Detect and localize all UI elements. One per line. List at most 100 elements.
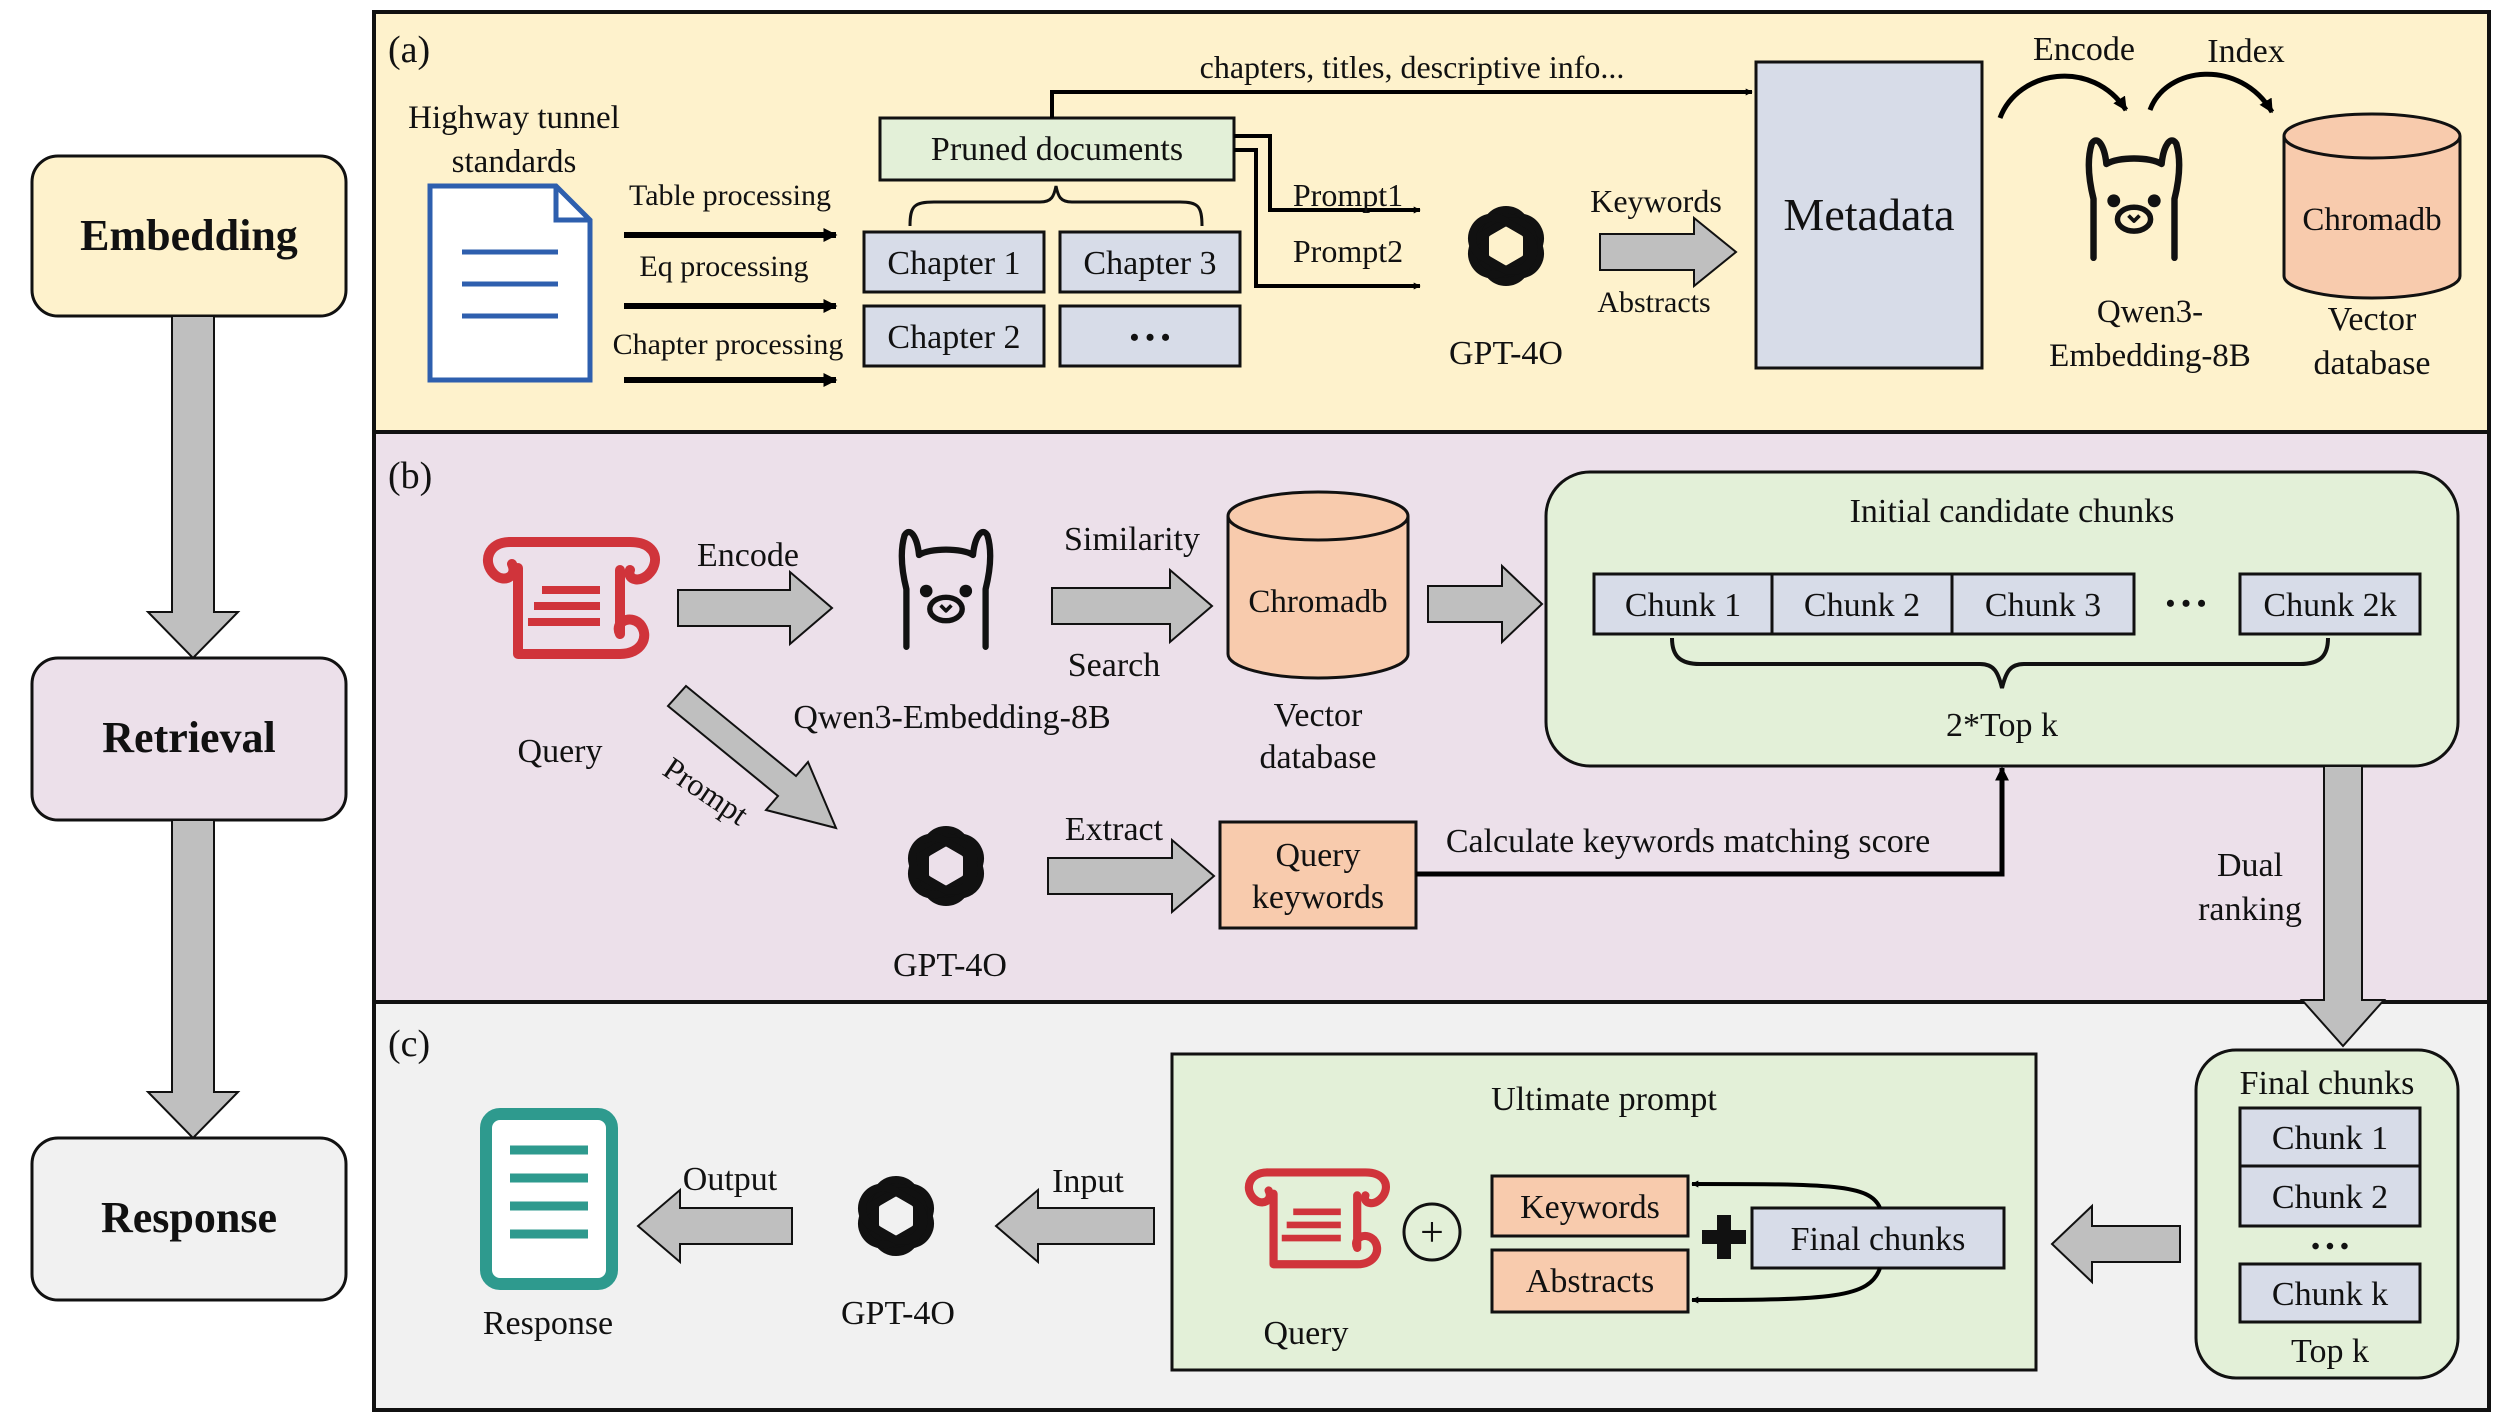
candidate-chunk-label: Chunk 3 xyxy=(1985,587,2101,624)
chapter3-box xyxy=(1058,230,1242,294)
extract-label: Extract xyxy=(1065,811,1164,848)
keywords-label-c: Keywords xyxy=(1520,1189,1660,1226)
candidate-chunk-label: Chunk 2k xyxy=(2263,587,2396,624)
search-label: Search xyxy=(1068,647,1161,684)
index-arrow-a xyxy=(2147,71,2275,114)
query-label-b: Query xyxy=(518,733,603,770)
prompt2-arrow xyxy=(1234,148,1421,290)
response-stage-box xyxy=(30,1136,348,1302)
candidate-chunk xyxy=(2238,572,2422,636)
input-label: Input xyxy=(1052,1163,1124,1200)
bold-plus-icon xyxy=(1702,1215,1746,1259)
query-keywords-line2: keywords xyxy=(1252,879,1384,916)
query-label-c: Query xyxy=(1264,1315,1349,1352)
stage-arrow-2 xyxy=(145,819,241,1140)
source-title-line1: Highway tunnel xyxy=(408,100,620,136)
keywords-label-a: Keywords xyxy=(1590,183,1722,219)
eq-processing-label: Eq processing xyxy=(639,250,808,283)
dual-ranking-line1: Dual xyxy=(2217,847,2283,884)
keywords-box-c xyxy=(1490,1174,1690,1238)
abstracts-box-c xyxy=(1490,1248,1690,1314)
gpt-label-c: GPT-4O xyxy=(841,1295,955,1332)
panel-c-response: (c) Response Output GPT-4O Input Ultimat… xyxy=(372,765,2491,1412)
chapter1-box xyxy=(862,230,1046,294)
pruned-documents-label: Pruned documents xyxy=(931,131,1183,168)
retrieval-stage-label: Retrieval xyxy=(102,713,275,762)
final-to-prompt-arrow xyxy=(2050,1203,2181,1285)
final-chunk-label: Chunk 2 xyxy=(2272,1179,2388,1216)
table-processing-label: Table processing xyxy=(629,179,831,212)
top-k-label-b: 2*Top k xyxy=(1946,707,2058,744)
encode-arrow-b xyxy=(677,569,834,647)
qwen-label-b: Qwen3-Embedding-8B xyxy=(793,699,1110,736)
panel-a-embedding: (a) Highway tunnel standards Table proce… xyxy=(372,10,2491,434)
final-to-keywords-arrow xyxy=(1691,1180,1882,1209)
response-stage-label: Response xyxy=(101,1193,277,1242)
chapter2-box xyxy=(862,304,1046,368)
vector-db-label-a-line2: database xyxy=(2313,345,2430,382)
metadata-input-arrow xyxy=(1599,215,1738,289)
prompt1-arrow xyxy=(1234,134,1421,214)
prompt2-label: Prompt2 xyxy=(1293,233,1403,269)
metadata-label: Metadata xyxy=(1783,189,1954,240)
metadata-top-arrow xyxy=(1050,88,1753,118)
chapter1-label: Chapter 1 xyxy=(887,245,1020,282)
metadata-box xyxy=(1754,60,1984,370)
candidate-chunk xyxy=(1770,572,1954,636)
stage-column: Embedding Retrieval Response xyxy=(30,154,348,1302)
index-label-a: Index xyxy=(2207,33,2284,70)
chromadb-cylinder-a xyxy=(2282,112,2462,300)
final-chunk xyxy=(2238,1262,2422,1324)
extract-arrow xyxy=(1047,837,1216,915)
vector-db-label-b-line2: database xyxy=(1259,739,1376,776)
vector-db-label-b-line1: Vector xyxy=(1274,697,1363,734)
panel-c-tag: (c) xyxy=(388,1023,430,1065)
top-k-brace xyxy=(1670,637,2330,689)
top-arrow-label: chapters, titles, descriptive info... xyxy=(1200,49,1625,85)
chapter-brace xyxy=(908,185,1204,227)
encode-label-a: Encode xyxy=(2033,31,2135,68)
chapter3-label: Chapter 3 xyxy=(1083,245,1216,282)
plus-circle xyxy=(1402,1202,1462,1262)
document-icon xyxy=(427,183,593,383)
candidate-chunk-label: Chunk 1 xyxy=(1625,587,1741,624)
gpt-label-a: GPT-4O xyxy=(1449,335,1563,372)
final-chunk-dots: • • • xyxy=(2311,1234,2348,1260)
top-k-label-c: Top k xyxy=(2291,1333,2369,1370)
prompt1-label: Prompt1 xyxy=(1293,177,1403,213)
panel-b-tag: (b) xyxy=(388,455,432,497)
chromadb-cylinder-b xyxy=(1226,490,1410,680)
vector-db-label-a-line1: Vector xyxy=(2328,301,2417,338)
response-doc-icon xyxy=(480,1108,618,1290)
chapter-more-box xyxy=(1058,304,1242,368)
input-arrow xyxy=(994,1187,1155,1265)
stage-arrow-1 xyxy=(145,315,241,660)
dual-ranking-line2: ranking xyxy=(2198,891,2302,928)
chromadb-label-b: Chromadb xyxy=(1248,584,1387,620)
encode-label-b: Encode xyxy=(697,537,799,574)
similarity-label: Similarity xyxy=(1064,521,1200,558)
ultimate-prompt-title: Ultimate prompt xyxy=(1491,1081,1717,1118)
abstracts-label-c: Abstracts xyxy=(1526,1263,1654,1300)
final-chunk-label: Chunk 1 xyxy=(2272,1120,2388,1157)
final-to-abstracts-arrow xyxy=(1691,1267,1882,1304)
final-chunk xyxy=(2238,1164,2422,1228)
candidate-chunks-title: Initial candidate chunks xyxy=(1850,493,2175,530)
candidate-chunk-dots: • • • xyxy=(2166,589,2206,618)
chapter-processing-label: Chapter processing xyxy=(613,328,844,361)
matching-score-label: Calculate keywords matching score xyxy=(1446,823,1930,860)
qwen-label-a-line1: Qwen3- xyxy=(2097,294,2203,330)
abstracts-label-a: Abstracts xyxy=(1597,286,1710,319)
prompt-arrow-b xyxy=(666,684,838,830)
panel-a-tag: (a) xyxy=(388,29,430,71)
final-chunks-box-label: Final chunks xyxy=(1791,1221,1966,1258)
panel-b-retrieval: (b) Query Encode Qwen3-Embedding-8B Simi… xyxy=(372,430,2491,1004)
encode-arrow-a xyxy=(1997,73,2129,119)
chapter-more-dots: • • • xyxy=(1130,323,1170,352)
similarity-search-arrow xyxy=(1051,567,1214,645)
db-to-candidates-arrow xyxy=(1427,563,1544,645)
output-label: Output xyxy=(683,1161,778,1198)
qwen-label-a-line2: Embedding-8B xyxy=(2049,338,2251,374)
candidate-chunk-label: Chunk 2 xyxy=(1804,587,1920,624)
